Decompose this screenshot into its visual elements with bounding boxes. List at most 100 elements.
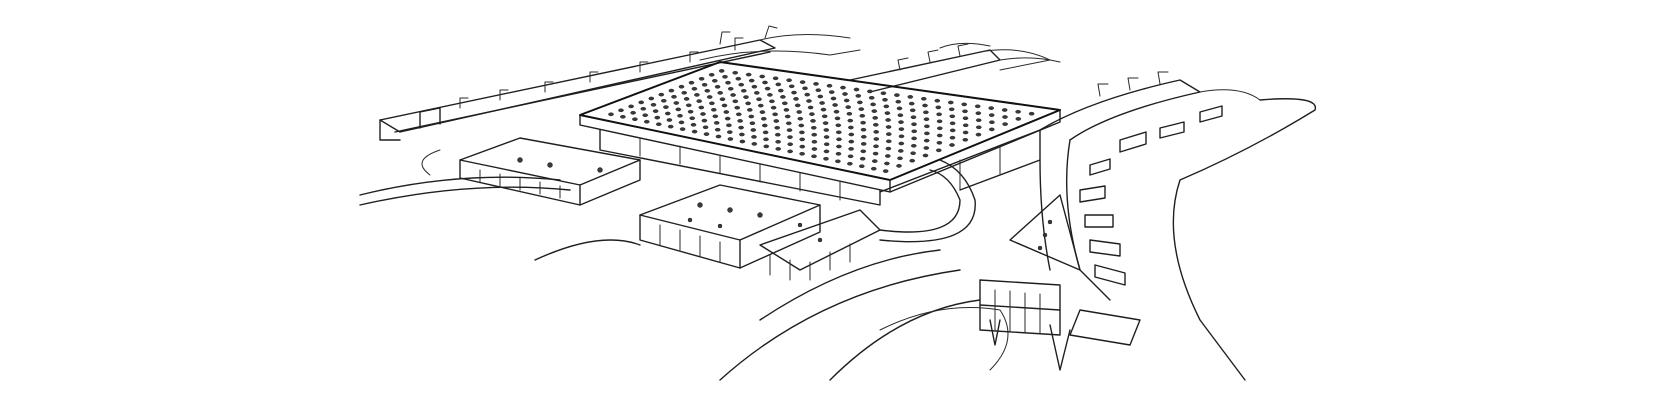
skylight-dot (774, 126, 781, 130)
skylight-dot (873, 144, 879, 149)
skylight-dot (809, 112, 815, 116)
skylight-dot (694, 93, 700, 97)
skylight-dot (691, 129, 698, 134)
skylight-dot (871, 166, 877, 171)
skylight-dot (847, 118, 854, 123)
skylight-dot (673, 101, 680, 105)
skylight-dot (725, 80, 731, 85)
skylight-dot (804, 92, 811, 97)
skylight-dot (1002, 122, 1008, 126)
skylight-dot (884, 161, 890, 166)
skylight-dot (709, 101, 715, 106)
skylight-dot (648, 96, 655, 101)
skylight-dot (652, 109, 659, 113)
skylight-dot (762, 123, 768, 128)
skylight-dot (880, 91, 887, 95)
skylight-dot (794, 103, 801, 108)
skylight-dot (860, 127, 867, 132)
skylight-dot (835, 159, 841, 164)
skylight-dot (949, 128, 956, 133)
skylight-dot (745, 72, 752, 77)
skylight-dot (788, 84, 795, 89)
skylight-dot (738, 125, 744, 130)
skylight-dot (679, 127, 686, 131)
skylight-dot (819, 101, 825, 105)
skylight-dot (894, 93, 900, 97)
skylight-dot (667, 124, 674, 129)
skylight-dot (823, 128, 830, 132)
skylight-dot (658, 92, 665, 97)
skylight-dot (784, 114, 791, 119)
skylight-dot (722, 75, 728, 79)
skylight-dot (859, 164, 865, 168)
skylight-dot (714, 127, 721, 132)
skylight-dot (799, 130, 805, 135)
skylight-dot (845, 105, 852, 109)
skylight-dot (836, 144, 842, 149)
skylight-dot (632, 117, 638, 121)
skylight-dot (834, 116, 841, 121)
skylight-dot (811, 154, 817, 159)
skylight-dot (708, 73, 715, 77)
skylight-dot (663, 105, 669, 109)
skylight-dot (961, 102, 968, 107)
skylight-dot (745, 101, 751, 106)
skylight-dot (763, 144, 770, 149)
skylight-dot (848, 125, 854, 130)
skylight-dot (691, 87, 698, 91)
skylight-dot (910, 115, 917, 119)
skylight-dot (842, 92, 848, 96)
skylight-dot (687, 109, 694, 114)
skylight-dot (873, 137, 880, 141)
skylight-dot (711, 108, 717, 112)
skylight-dot (797, 116, 804, 121)
skylight-dot (786, 78, 792, 82)
skylight-dot (739, 139, 746, 144)
left-pier-gates (459, 25, 778, 109)
skylight-dot (701, 83, 708, 87)
skylight-dot (949, 143, 955, 147)
skylight-dot (717, 91, 724, 95)
skylight-dot (620, 115, 626, 119)
skylight-dot (807, 105, 814, 110)
skylight-dot (886, 139, 892, 144)
skylight-dot (936, 133, 943, 138)
skylight-dot (974, 104, 981, 109)
skylight-dot (761, 117, 767, 121)
skylight-dot (782, 101, 788, 106)
skylight-dot (835, 123, 842, 128)
skylight-dot (872, 151, 879, 156)
skylight-dot (799, 80, 806, 84)
skylight-dot (898, 120, 904, 124)
skylight-dot (608, 112, 614, 117)
skylight-dot (897, 156, 903, 161)
skylight-dot (686, 103, 692, 108)
skylight-dot (787, 142, 794, 146)
skylight-dot (773, 119, 780, 123)
skylight-dot (668, 88, 675, 93)
skylight-dot (798, 123, 805, 128)
skylight-dot (860, 142, 867, 146)
skylight-dot (775, 132, 781, 137)
skylight-dot (873, 123, 879, 127)
skylight-dot (738, 82, 745, 87)
skylight-dot (882, 169, 889, 173)
skylight-dot (826, 84, 833, 88)
skylight-dot (823, 142, 830, 146)
skylight-dot (780, 95, 786, 99)
skylight-dot (1015, 117, 1022, 121)
skylight-dot (898, 127, 905, 131)
skylight-dot (870, 102, 876, 107)
right-pier (1039, 71, 1261, 301)
skylight-dot (775, 82, 782, 87)
skylight-dot (718, 69, 725, 73)
skylight-dot (640, 107, 647, 111)
skylight-dot (855, 94, 862, 98)
roads (359, 149, 1009, 381)
skylight-dot (828, 90, 835, 94)
skylight-dot (830, 96, 837, 101)
skylight-dot (690, 123, 697, 127)
skylight-dot (1028, 111, 1035, 116)
skylight-dot (858, 107, 865, 111)
